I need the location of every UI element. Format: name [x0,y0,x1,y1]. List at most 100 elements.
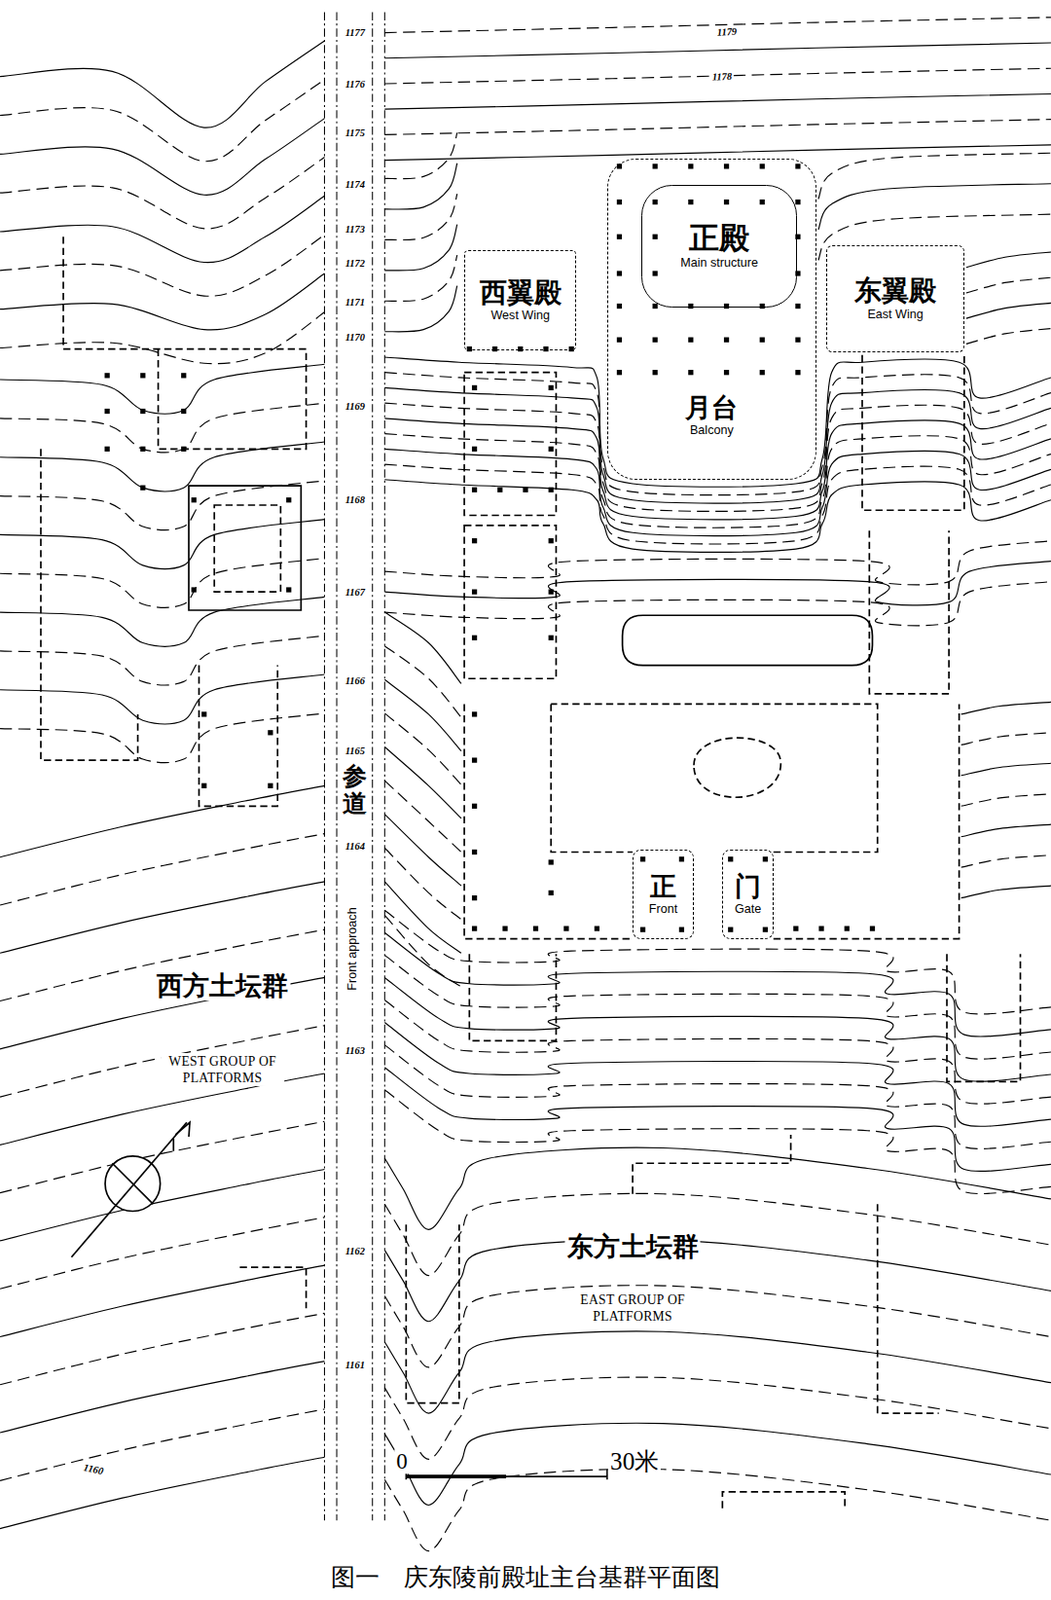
pillar-base [616,337,622,343]
structure-name-en: Gate [732,902,763,916]
contour-line [384,434,1051,529]
contour-line [0,929,325,1001]
contour-line [384,132,457,179]
contour-lines [0,17,1051,1552]
pillar-base [181,372,186,378]
contour-line [966,277,1051,293]
structure-name: 正 [648,871,679,903]
pillar-base [471,538,477,544]
pillar-base [533,925,539,931]
scale-line [405,1467,608,1481]
pillar-base [762,856,768,862]
structure-name-en: Balcony [688,423,736,437]
contour-line [384,1468,1051,1551]
north-arrow [71,1122,190,1257]
contour-line [0,402,325,453]
contour-line [384,1022,1051,1127]
structure-name: 西翼殿 [477,277,564,310]
contour-line [0,1361,325,1433]
pillar-base [548,385,554,391]
contour-value: 1164 [343,841,367,854]
pillar-base [688,199,693,205]
structure-name: 正殿 [687,220,752,256]
contour-line [0,713,325,763]
pillar-base [201,711,207,717]
contour-line [384,163,457,210]
pillar-base [679,927,685,933]
pillar-base [548,446,554,452]
contour-line [818,183,1051,230]
pillar-base [191,586,197,592]
structure-name-en: Main structure [678,255,761,270]
hall-outline: 正殿Main structure [641,184,797,308]
contour-line [961,762,1051,776]
pillar-base [795,369,800,375]
pillar-base [201,783,207,789]
contour-line [384,254,457,301]
road-name: 参道 [342,762,367,817]
north-flag [173,1122,190,1151]
contour-line [384,68,1051,84]
road-edge [324,12,326,1522]
contour-line [0,881,325,953]
pillar-base [471,895,477,901]
pillar-base [471,925,477,931]
structure-name-en: Front [647,902,680,916]
pillar-base [471,711,477,717]
platform-outline [469,953,556,1041]
contour-line [384,286,457,332]
pillar-base [760,199,765,205]
contour-line [961,732,1051,746]
pillar-base [467,346,472,352]
pillar-base [688,337,693,343]
contour-line [384,1377,1051,1459]
pillar-base [818,925,824,931]
pillar-base [563,925,569,931]
pillar-base [267,729,273,735]
platform-outline [550,703,878,852]
scale-half [405,1474,507,1479]
contour-value: 1160 [80,1461,107,1478]
contour-value: 1175 [343,128,367,141]
contour-line [0,674,325,725]
contour-line [966,302,1051,319]
contour-line [384,679,462,751]
platform-outline [622,615,873,665]
contour-line [384,119,1051,136]
pillar-base [724,337,729,343]
contour-line [384,581,1051,626]
contour-line [384,1000,1051,1105]
pillar-base [795,163,800,169]
pillar-base [795,337,800,343]
contour-line [384,932,1051,1037]
group-name: 西方土坛群 [154,971,290,1001]
platform-outline [198,665,278,807]
contour-line [0,195,325,262]
contour-line [384,847,462,919]
platform-outline [862,355,965,510]
pillar-base [105,372,110,378]
pillar-base [471,487,477,493]
pillar-base [652,369,658,375]
pillar-base [652,303,658,309]
contour-value: 1176 [343,78,367,91]
main-platform: 月台Balcony正殿Main structure [607,158,817,480]
platform-outline [693,737,781,798]
platform-outline [464,703,633,939]
pillar-base [652,199,658,205]
pillar-base [548,538,554,544]
north-line [71,1122,186,1257]
platform-outline [773,703,960,939]
contour-line [818,214,1051,260]
platform-outline [464,372,556,516]
contour-line [0,558,325,609]
contour-line [384,914,462,986]
pillar-base [548,890,554,896]
contour-line [384,1089,1051,1195]
pillar-base [471,849,477,855]
pillar-base [727,856,733,862]
contour-line [0,40,325,128]
platform-outline [214,505,281,592]
contour-line [384,977,1051,1082]
pillar-base [652,163,658,169]
